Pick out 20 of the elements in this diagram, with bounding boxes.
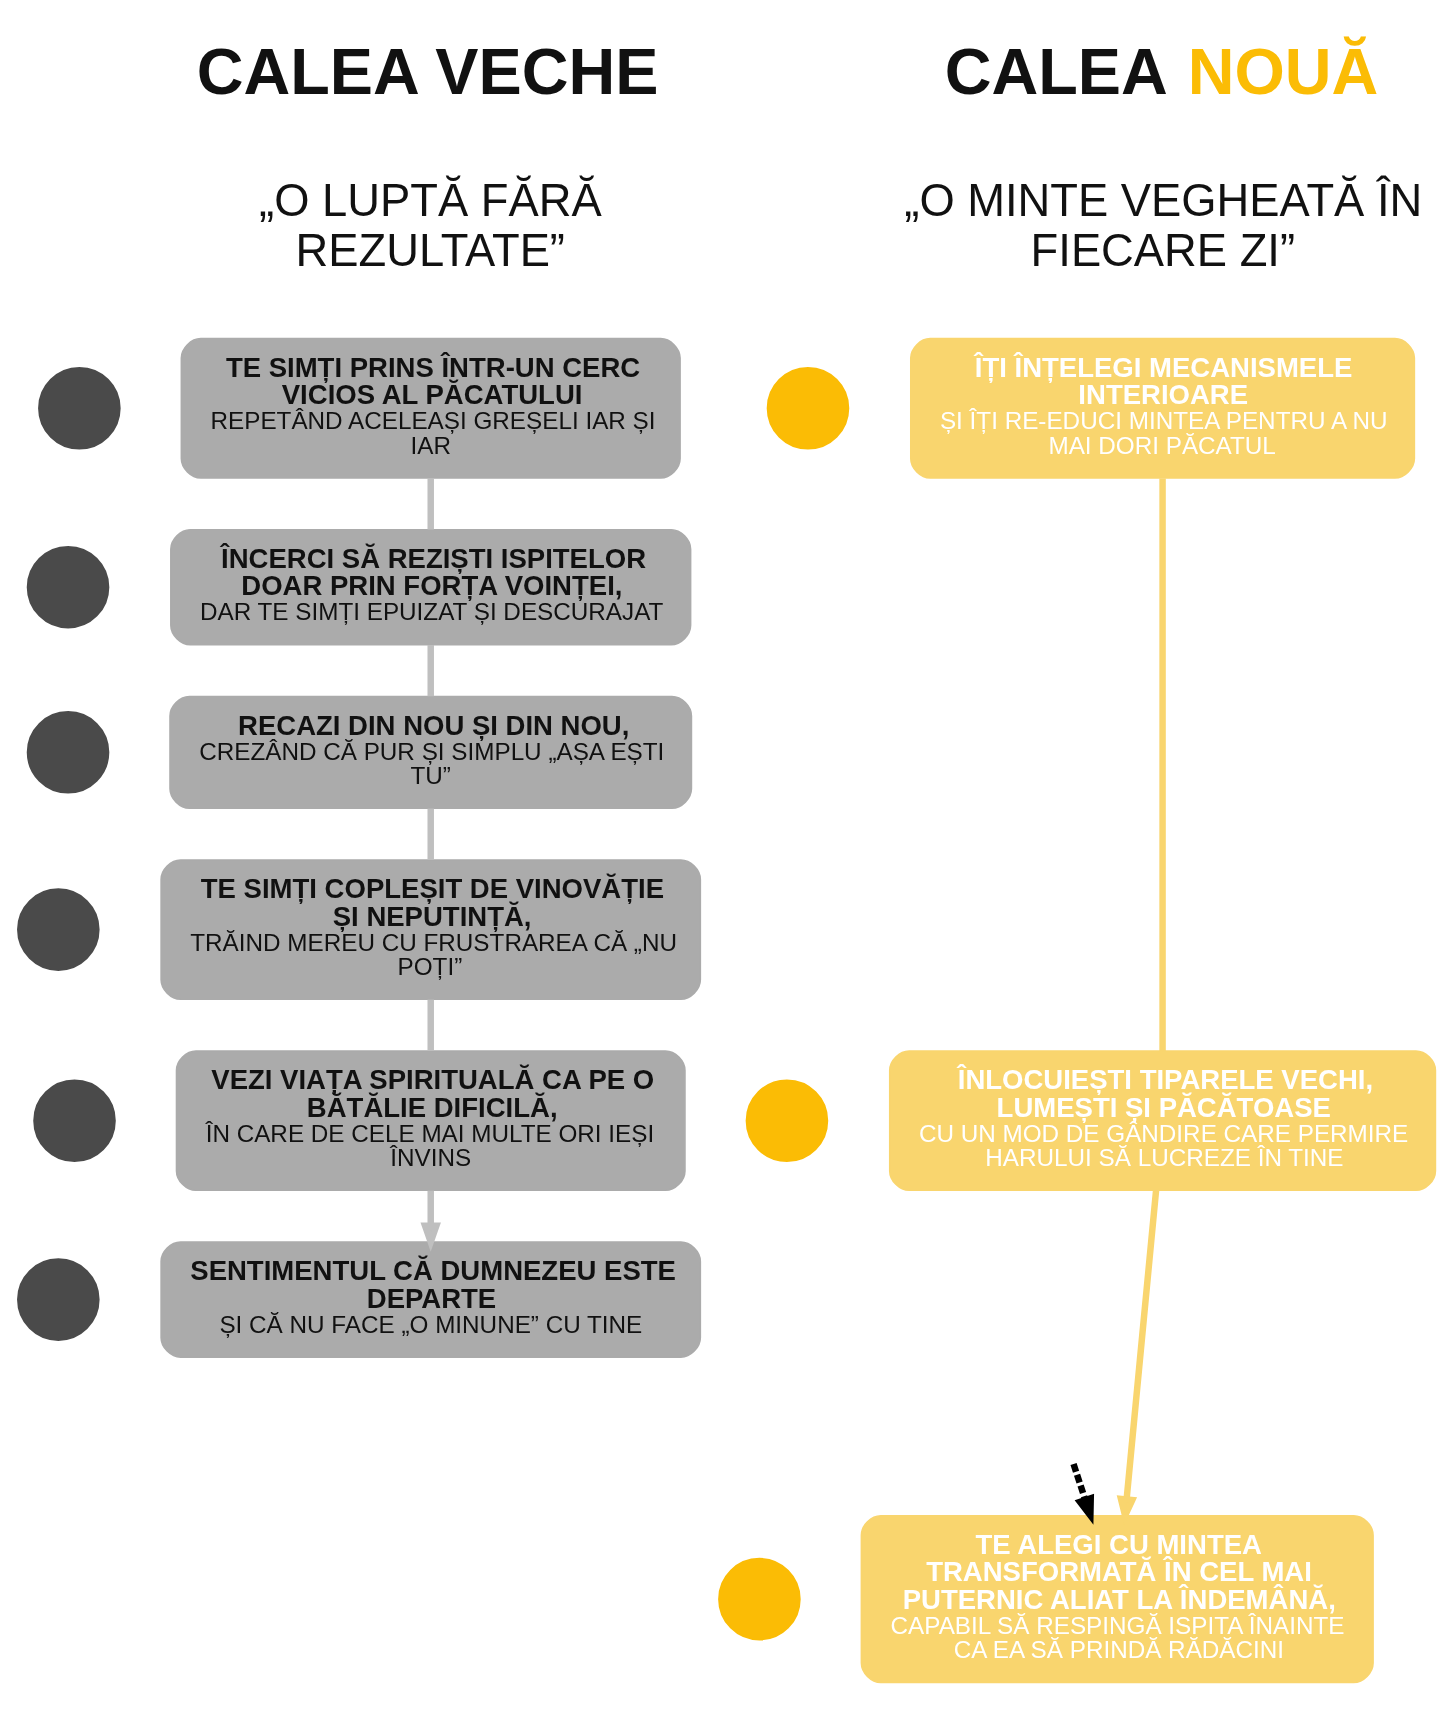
connector [427, 999, 434, 1051]
node-box: TE SIMȚI COPLEȘIT DE VINOVĂȚIE ȘI NEPUTINȚĂ, TRĂIND MEREU CU FRUSTRAREA CĂ „NU POȚI” [160, 859, 702, 1001]
connector [427, 808, 434, 860]
connector [427, 478, 434, 530]
label: CALEA NOUĂ [944, 35, 1379, 109]
node-box: ÎNCERCI SĂ REZIȘTI ISPITELOR DOAR PRIN FORȚA VOINȚEI, DAR TE SIMȚI EPUIZAT ȘI DESCURAJAT [170, 528, 692, 646]
node-box: ÎȚI ÎNȚELEGI MECANISMELE INTERIOARE ȘI ÎȚI RE-EDUCI MINTEA PENTRU A NU MAI DORI PĂCATUL [910, 337, 1416, 479]
arrow [1070, 1463, 1095, 1525]
node-box: VEZI VIAȚA SPIRITUALĂ CA PE O BĂTĂLIE DIFICILĂ, ÎN CARE DE CELE MAI MULTE ORI IEȘI ÎNVINS [175, 1050, 686, 1192]
connector [427, 644, 434, 697]
node-box: TE ALEGI CU MINTEA TRANSFORMATĂ ÎN CEL MAI PUTERNIC ALIAT LA ÎNDEMÂNĂ, CAPABIL SĂ RESPINGĂ ISPITA ÎNAINTE CA EA SĂ PRINDĂ RĂDĂCINI [860, 1514, 1374, 1684]
node-box: ÎNLOCUIEȘTI TIPARELE VECHI, LUMEȘTI ȘI PĂCĂTOASE CU UN MOD DE GÂNDIRE CARE PERMIRE HARULUI SĂ LUCREZE ÎN TINE [888, 1050, 1437, 1192]
arrow [420, 1190, 441, 1252]
node-box: SENTIMENTUL CĂ DUMNEZEU ESTE DEPARTE ȘI CĂ NU FACE „O MINUNE” CU TINE [160, 1241, 702, 1358]
node-box: RECAZI DIN NOU ȘI DIN NOU, CREZÂND CĂ PUR ȘI SIMPLU „AȘA EȘTI TU” [169, 695, 693, 809]
label: „O MINTE VEGHEATĂ ÎN FIECARE ZI” [904, 175, 1423, 277]
connector [1159, 478, 1166, 1051]
label: CALEA VECHE [196, 35, 659, 109]
node-box: TE SIMȚI PRINS ÎNTR-UN CERC VICIOS AL PĂCATULUI REPETÂND ACELEAȘI GREȘELI IAR ȘI IAR [180, 337, 681, 479]
label: „O LUPTĂ FĂRĂ REZULTATE” [259, 175, 602, 277]
